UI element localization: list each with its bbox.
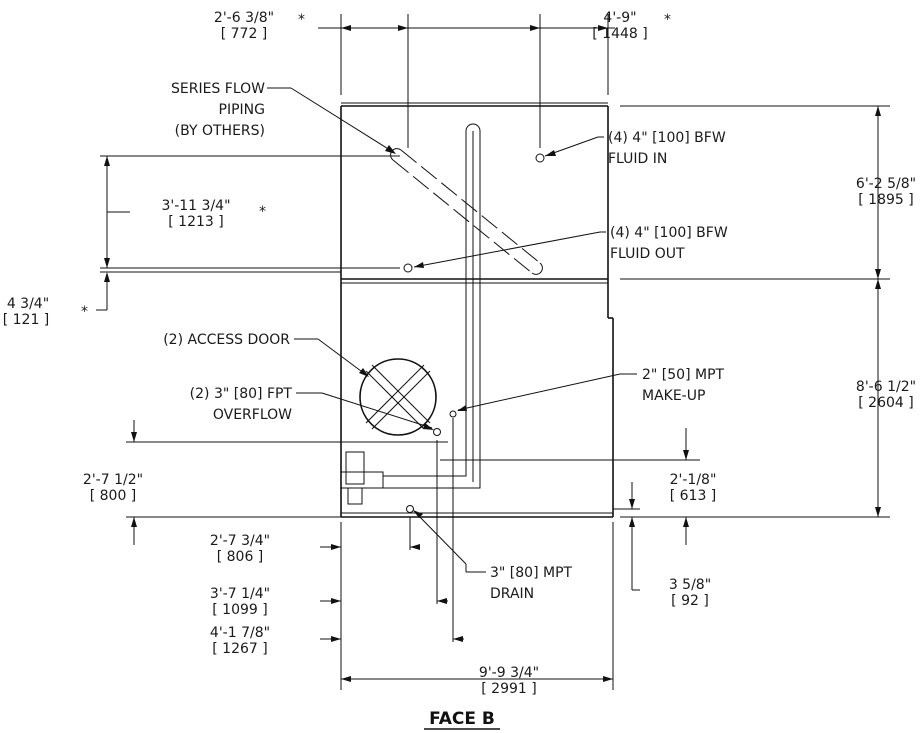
fluid-in-label-1: (4) 4" [100] BFW [608, 130, 726, 146]
dim-left-small-imperial: 4 3/4" [7, 296, 49, 312]
fluid-in-connection-icon [535, 153, 545, 163]
dim-right-upper-imperial: 6'-2 5/8" [856, 176, 916, 192]
drain-label-2: DRAIN [490, 586, 534, 602]
dim-overall-width-imperial: 9'-9 3/4" [479, 665, 539, 681]
make-up-label-1: 2" [50] MPT [642, 367, 725, 383]
make-up-label-2: MAKE-UP [642, 388, 705, 404]
dim-right-upper-metric: [ 1895 ] [858, 192, 913, 208]
overflow-connection-icon [433, 428, 441, 436]
dim-bottom-1-imperial: 2'-7 3/4" [210, 533, 270, 549]
dim-top-right-metric: [ 1448 ] [592, 26, 647, 42]
dim-bottom-3-metric: [ 1267 ] [212, 641, 267, 657]
fluid-in-label-2: FLUID IN [608, 151, 667, 167]
dim-overall-width-metric: [ 2991 ] [481, 681, 536, 697]
fluid-out-label-1: (4) 4" [100] BFW [610, 225, 728, 241]
dim-left-lower-imperial: 2'-7 1/2" [83, 472, 143, 488]
fluid-out-label-2: FLUID OUT [610, 246, 685, 262]
dim-left-small-mark: * [81, 304, 88, 320]
dim-left-small-metric: [ 121 ] [3, 312, 50, 328]
overflow-label-2: OVERFLOW [213, 407, 292, 423]
make-up-connection-icon [449, 410, 457, 418]
fluid-out-connection-icon [403, 263, 413, 273]
callout-labels: SERIES FLOW PIPING (BY OTHERS) (4) 4" [1… [163, 81, 728, 602]
callout-leaders [267, 87, 637, 573]
pump-assembly [340, 451, 384, 505]
dim-bottom-2-metric: [ 1099 ] [212, 602, 267, 618]
access-door-icon [359, 358, 437, 436]
dimension-labels: 2'-6 3/8" [ 772 ] * 4'-9" [ 1448 ] * 6'-… [3, 10, 916, 697]
unit-outline [340, 102, 614, 518]
dim-mid-right-imperial: 2'-1/8" [670, 472, 717, 488]
series-flow-label-3: (BY OTHERS) [175, 123, 265, 139]
dimension-lines [96, 14, 890, 690]
drain-connection-icon [406, 505, 414, 513]
dim-top-right-imperial: 4'-9" [603, 10, 636, 26]
dim-top-left-imperial: 2'-6 3/8" [214, 10, 274, 26]
access-door-label: (2) ACCESS DOOR [163, 332, 290, 348]
dim-top-left-metric: [ 772 ] [221, 26, 268, 42]
series-flow-label-1: SERIES FLOW [171, 81, 265, 97]
dim-bottom-right-small-metric: [ 92 ] [671, 593, 709, 609]
dim-left-upper-mark: * [259, 204, 266, 220]
dim-mid-right-metric: [ 613 ] [670, 488, 717, 504]
dim-top-right-mark: * [664, 12, 671, 28]
dim-bottom-2-imperial: 3'-7 1/4" [210, 586, 270, 602]
dim-bottom-right-small-imperial: 3 5/8" [669, 577, 711, 593]
dim-left-lower-metric: [ 800 ] [90, 488, 137, 504]
dim-right-lower-imperial: 8'-6 1/2" [856, 379, 916, 395]
make-up-pipe [382, 123, 481, 489]
dim-bottom-1-metric: [ 806 ] [217, 549, 264, 565]
drawing-title: FACE B [424, 709, 500, 730]
dim-bottom-3-imperial: 4'-1 7/8" [210, 625, 270, 641]
page-title: FACE B [429, 709, 495, 729]
dim-top-left-mark: * [298, 12, 305, 28]
dim-left-upper-imperial: 3'-11 3/4" [161, 198, 230, 214]
dim-right-lower-metric: [ 2604 ] [858, 395, 913, 411]
overflow-label-1: (2) 3" [80] FPT [190, 386, 293, 402]
drain-label-1: 3" [80] MPT [490, 565, 573, 581]
series-flow-label-2: PIPING [219, 102, 265, 118]
dim-left-upper-metric: [ 1213 ] [168, 214, 223, 230]
